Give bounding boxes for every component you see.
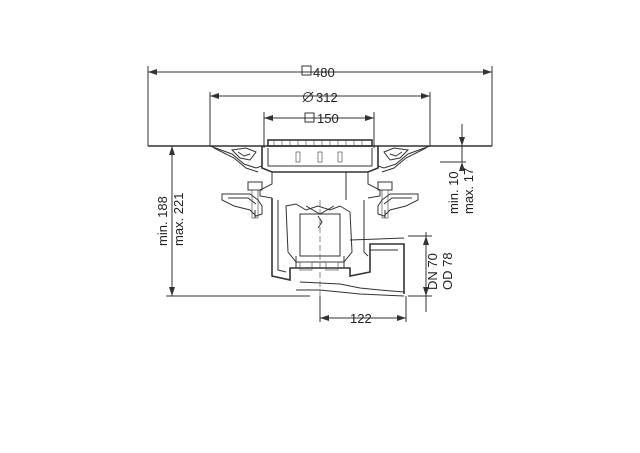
pipe-od-label: OD 78 [440, 252, 455, 290]
overall-width-dimension: 480 [147, 65, 493, 146]
drain-body [209, 139, 431, 300]
adjust-max-label: max. 17 [461, 168, 476, 214]
right-clamp [377, 181, 419, 219]
square-symbol-icon [301, 65, 312, 76]
outlet-pipe [296, 237, 405, 297]
adjustment-dimension: min. 10 max. 17 [440, 124, 476, 214]
grate-size-label: 150 [317, 111, 339, 126]
grate-size-dimension: 150 [263, 111, 375, 148]
odour-trap-insert [285, 203, 353, 271]
outlet-offset-dimension: 122 [319, 296, 407, 326]
square-symbol-icon-2 [304, 112, 315, 123]
diameter-symbol-icon [302, 91, 314, 103]
outlet-offset-label: 122 [350, 311, 372, 326]
height-min-label: min. 188 [155, 196, 170, 246]
pipe-size-dimension: DN 70 OD 78 [408, 232, 455, 312]
adjust-min-label: min. 10 [446, 171, 461, 214]
left-clamp [221, 181, 263, 219]
left-flange [209, 145, 263, 173]
flange-diameter-label: 312 [316, 90, 338, 105]
overall-width-label: 480 [313, 65, 335, 80]
right-flange [377, 145, 431, 173]
grate [267, 139, 373, 147]
pipe-dn-label: DN 70 [425, 253, 440, 290]
height-dimension: min. 188 max. 221 [155, 146, 310, 297]
flange-diameter-dimension: 312 [209, 90, 431, 146]
height-max-label: max. 221 [171, 193, 186, 246]
